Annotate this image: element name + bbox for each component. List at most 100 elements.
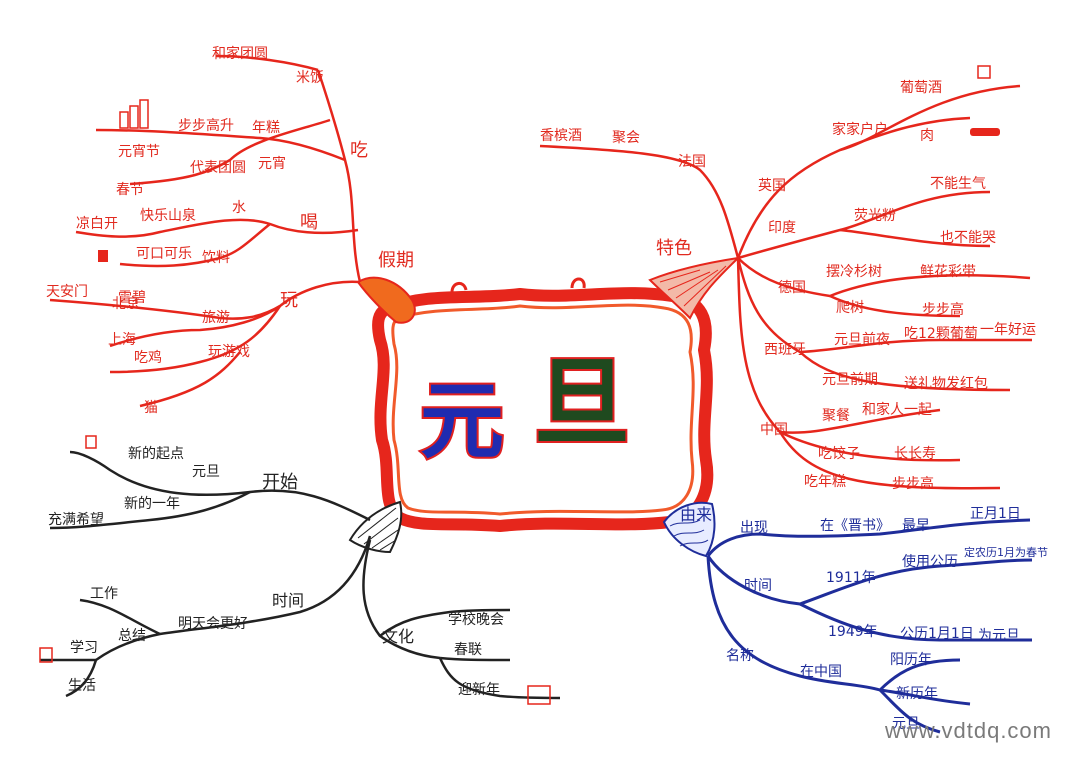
label-other: 猫 <box>144 400 158 416</box>
youlai-labels: 由来 出现 在《晋书》 最早 正月1日 时间 1911年 使用公历 定农历1月为… <box>680 505 1048 732</box>
label-deguo-tiao: 爬树 <box>836 300 864 316</box>
label-wei: 为元旦 <box>978 628 1020 644</box>
label-zongjie: 总结 <box>118 628 146 644</box>
label-jueding: 定农历1月为春节 <box>964 545 1048 559</box>
label-kuaile: 快乐山泉 <box>140 207 196 224</box>
label-shenghuo: 生活 <box>68 678 96 694</box>
label-zhongguo: 中国 <box>760 422 788 438</box>
label-xuexi: 学习 <box>70 640 98 656</box>
label-y1949: 1949年 <box>828 624 878 640</box>
label-xibanya-yuanxiao: 元旦前夜 <box>834 331 890 348</box>
label-shijian-yl: 时间 <box>744 578 772 594</box>
label-deguo-gao: 步步高 <box>922 301 964 318</box>
label-yingguo-xi: 家家户户 <box>832 121 888 138</box>
connector-tese <box>648 256 741 320</box>
label-faguo-2: 聚会 <box>612 130 640 146</box>
label-n2: 新历年 <box>896 686 938 702</box>
label-daibiao: 代表团圆 <box>190 160 246 176</box>
doodle-gift-icon <box>39 435 551 705</box>
label-wenhua: 文化 <box>382 627 414 646</box>
label-shui: 水 <box>232 200 246 216</box>
label-zhongguo-jia: 和家人一起 <box>862 401 932 418</box>
label-gongzuo: 工作 <box>90 586 118 602</box>
label-xibanya-yiyue: 一年好运 <box>980 322 1036 338</box>
branch-youlai <box>706 518 1033 734</box>
label-yingguo-rou: 肉 <box>920 128 934 144</box>
label-xibanya-chiputao: 吃12颗葡萄 <box>904 326 978 342</box>
label-zhongguo-shu: 聚餐 <box>822 408 850 424</box>
label-yingguo: 英国 <box>758 177 786 194</box>
label-yindu-bu: 不能生气 <box>930 176 986 192</box>
label-mi: 米饭 <box>296 70 324 86</box>
label-kaishi: 开始 <box>262 472 298 493</box>
center-char-dan: 旦 <box>534 347 630 459</box>
label-lvyou: 旅游 <box>202 310 230 326</box>
tese-labels: 特色 法国 香槟酒 聚会 英国 家家户户 葡萄酒 肉 印度 荧光粉 不能生气 也… <box>540 80 1036 492</box>
watermark: www.vdtdq.com <box>884 718 1052 743</box>
label-chuxian-zhengyue: 正月1日 <box>970 506 1021 522</box>
label-liangbai: 凉白开 <box>76 216 118 232</box>
label-chongman: 充满希望 <box>48 512 104 528</box>
label-kele: 可口可乐 <box>136 246 192 262</box>
label-faguo: 法国 <box>678 154 706 170</box>
label-mingcheng: 名称 <box>726 648 754 664</box>
label-yindu: 印度 <box>768 220 796 236</box>
branch-kaishi <box>40 450 561 700</box>
label-yuanxiao: 元宵 <box>258 155 286 172</box>
label-yinliao: 饮料 <box>202 250 230 266</box>
label-he: 喝 <box>300 212 318 233</box>
label-xuebi: 雪碧 <box>118 290 146 306</box>
doodle-food-icon <box>970 65 1000 136</box>
connector-jiaqi <box>356 276 416 324</box>
kaishi-labels: 开始 新的起点 元旦 充满希望 新的一年 时间 明天会更好 总结 工作 学习 生… <box>48 446 504 698</box>
label-zhongguo-changsheng: 长长寿 <box>894 445 936 462</box>
label-chiji: 吃鸡 <box>134 349 162 366</box>
label-shijian: 时间 <box>272 591 304 610</box>
label-chuxian-shu: 在《晋书》 <box>820 518 890 534</box>
label-shanghai: 上海 <box>108 332 136 348</box>
label-chuxian-zui: 最早 <box>902 518 930 534</box>
label-deguo-bai: 摆冷杉树 <box>826 264 882 280</box>
label-niangao: 年糕 <box>252 120 280 136</box>
branch-tese <box>539 84 1032 490</box>
label-chuxian: 出现 <box>740 520 768 536</box>
label-tese: 特色 <box>656 238 692 259</box>
label-yindu-chi: 也不能哭 <box>940 230 996 246</box>
label-faguo-1: 香槟酒 <box>540 128 582 144</box>
label-gongli: 使用公历 <box>902 553 958 570</box>
label-jiaqi: 假期 <box>378 250 414 271</box>
label-gongli1: 公历1月1日 <box>900 626 974 642</box>
label-xinyinian: 新的一年 <box>124 496 180 512</box>
label-jiating: 和家团圆 <box>212 45 268 62</box>
label-yingguo-putao: 葡萄酒 <box>900 80 942 96</box>
label-yindu-hui: 荧光粉 <box>854 207 896 224</box>
label-tiananmen: 天安门 <box>46 284 88 300</box>
label-kuanghuan: 学校晚会 <box>448 611 504 628</box>
label-deguo-hua: 鲜花彩带 <box>920 264 976 280</box>
label-deng: 春联 <box>454 642 482 658</box>
doodle-building-icon <box>119 99 149 129</box>
label-beijing: 北京 <box>112 296 140 312</box>
label-y1911: 1911年 <box>826 570 876 586</box>
label-zhongguo-niangao: 吃年糕 <box>804 474 846 490</box>
branch-jiaqi <box>49 54 362 408</box>
center-char-yuan: 元 <box>420 372 504 470</box>
label-yuandan: 元旦 <box>192 464 220 480</box>
label-zhongguo-chijiaozi: 吃饺子 <box>818 446 860 462</box>
label-xibanya: 西班牙 <box>764 342 806 358</box>
label-deguo: 德国 <box>778 280 806 296</box>
jiaqi-labels: 假期 吃 米饭 和家团圆 年糕 步步高升 元宵 代表团圆 元宵节 春节 喝 水 … <box>46 45 414 416</box>
doodle-cup-icon <box>98 250 108 262</box>
label-youlai: 由来 <box>680 505 712 524</box>
label-chunjie: 春节 <box>116 182 144 198</box>
label-yuanxiaojie: 元宵节 <box>118 143 160 160</box>
label-pingan: 明天会更好 <box>178 616 248 632</box>
label-ni: 迎新年 <box>458 682 500 698</box>
label-xibanya-zhongshi: 元旦前期 <box>822 371 878 388</box>
label-chi: 吃 <box>350 140 368 161</box>
label-xin: 新的起点 <box>128 446 184 462</box>
label-bubu: 步步高升 <box>178 117 234 134</box>
label-youxi: 玩游戏 <box>208 344 250 360</box>
